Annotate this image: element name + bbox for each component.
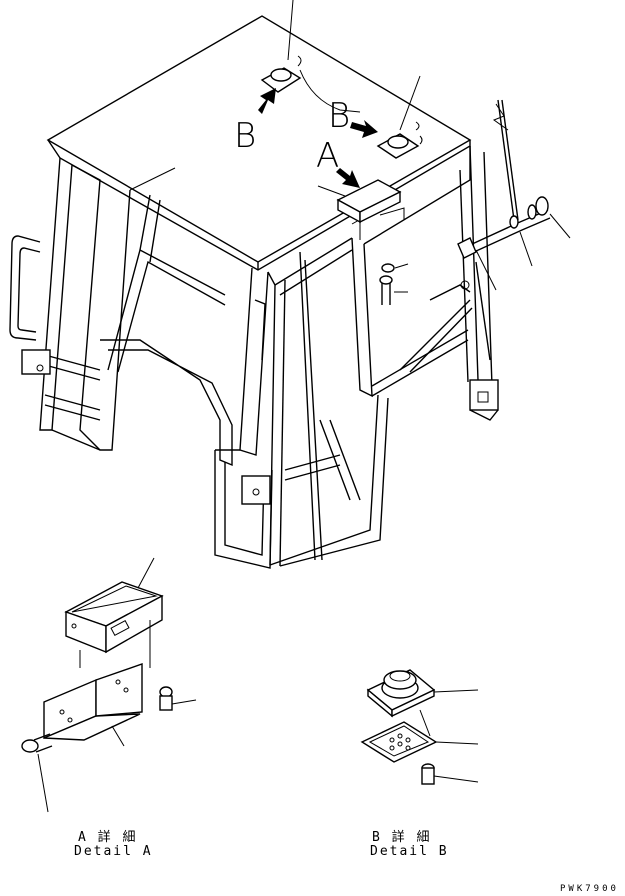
detail-b-mount bbox=[366, 669, 479, 737]
view-label-a: A bbox=[316, 136, 340, 176]
detail-b-bolt bbox=[421, 763, 479, 785]
roof-mount-b1 bbox=[260, 0, 361, 113]
cab-left-frame bbox=[39, 157, 233, 467]
roof-mount-b2 bbox=[376, 75, 423, 159]
cab-door-frame bbox=[214, 237, 389, 569]
antenna-assembly bbox=[457, 99, 571, 361]
detail-b-caption-en: Detail B bbox=[370, 844, 449, 859]
handrail bbox=[9, 235, 51, 375]
drawing-code: PWK7900 bbox=[560, 884, 619, 894]
detail-a-caption-en: Detail A bbox=[74, 844, 153, 859]
washer-and-bolt bbox=[379, 263, 409, 305]
view-arrow-b-right bbox=[350, 120, 378, 138]
detail-a-controller bbox=[64, 557, 164, 668]
cab-right-frame bbox=[351, 145, 499, 421]
detail-a-bolts bbox=[21, 686, 197, 813]
detail-a-bracket bbox=[43, 663, 143, 747]
detail-a-caption-jp: A 詳 細 bbox=[78, 830, 138, 845]
controller-mount-a bbox=[317, 179, 405, 240]
view-arrow-b-top bbox=[258, 88, 276, 114]
view-label-b-top: B bbox=[234, 116, 257, 156]
view-arrow-a bbox=[336, 168, 360, 188]
detail-b-gasket bbox=[360, 721, 479, 763]
detail-b-caption-jp: B 詳 細 bbox=[372, 830, 432, 845]
view-label-b-right: B bbox=[328, 96, 351, 136]
